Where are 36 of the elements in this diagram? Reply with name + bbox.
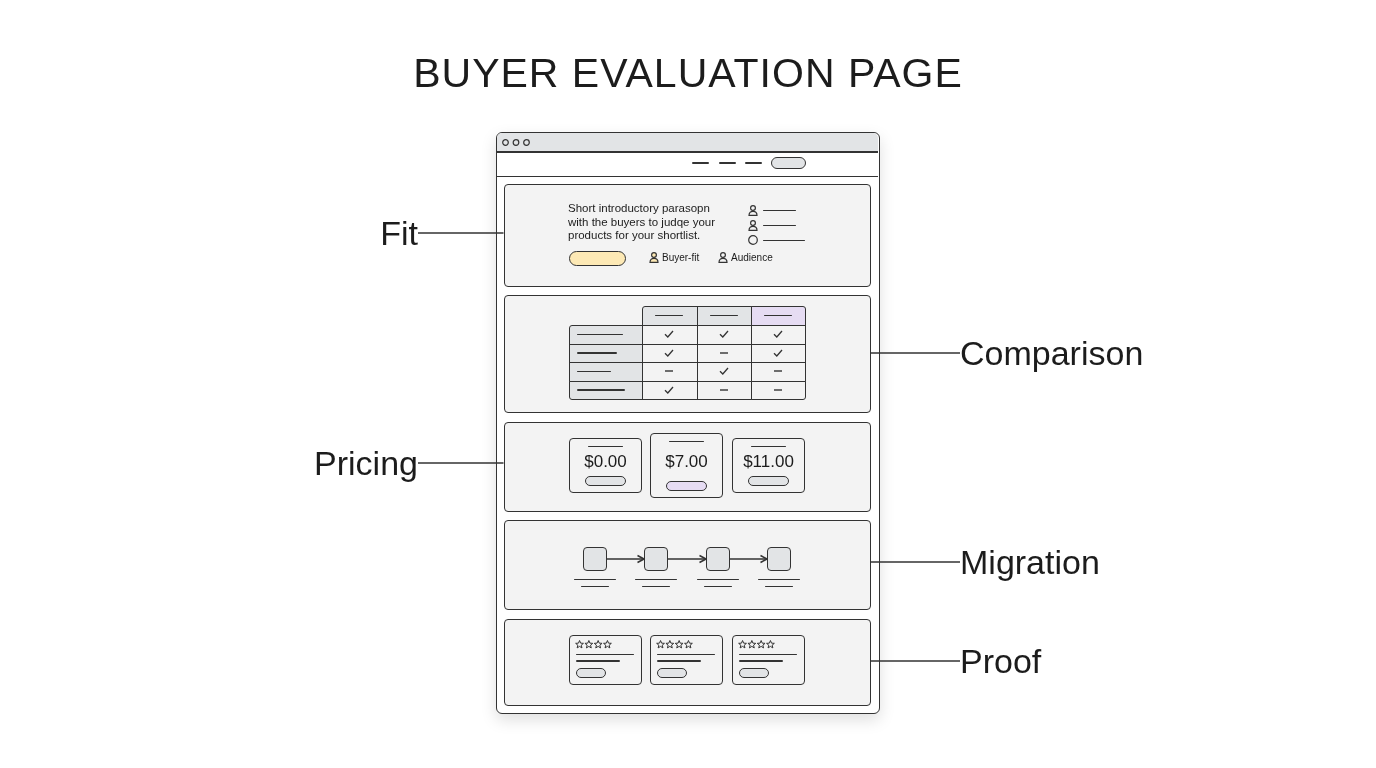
step-box — [644, 547, 668, 571]
page-section — [503, 294, 871, 413]
leader-line — [869, 352, 961, 354]
pricing-card — [569, 438, 642, 493]
step-box — [706, 547, 730, 571]
leader-line — [869, 660, 961, 662]
tag-label: Audience — [731, 251, 773, 264]
pricing-card — [650, 433, 723, 498]
pricing-card — [732, 438, 805, 493]
browser-window — [496, 132, 880, 714]
leader-line — [417, 232, 505, 234]
intro-paragraph: Short introductory parasopn with the buyers to judqe your products for your shortlist. — [568, 202, 717, 243]
arrow — [667, 554, 707, 564]
page-section — [503, 421, 871, 512]
callout-label: Pricing — [314, 444, 418, 482]
page-section — [503, 183, 871, 287]
step-box — [583, 547, 607, 571]
page-section — [503, 519, 871, 610]
arrow — [729, 554, 768, 564]
step-box — [767, 547, 791, 571]
callout-label: Migration — [960, 543, 1100, 581]
leader-line — [869, 561, 961, 563]
callout-label: Comparison — [960, 334, 1144, 372]
leader-line — [417, 462, 505, 464]
page-title: BUYER EVALUATION PAGE — [413, 50, 963, 96]
callout-label: Fit — [380, 214, 418, 252]
tag-label: Buyer-fit — [662, 251, 700, 264]
price-text: $0.00 — [584, 450, 627, 473]
arrow — [606, 554, 645, 564]
review-card — [732, 635, 805, 685]
review-card — [569, 635, 642, 685]
review-card — [650, 635, 723, 685]
price-text: $11.00 — [743, 450, 794, 473]
price-text: $7.00 — [665, 450, 708, 473]
callout-label: Proof — [960, 642, 1042, 680]
page-section — [503, 618, 871, 706]
